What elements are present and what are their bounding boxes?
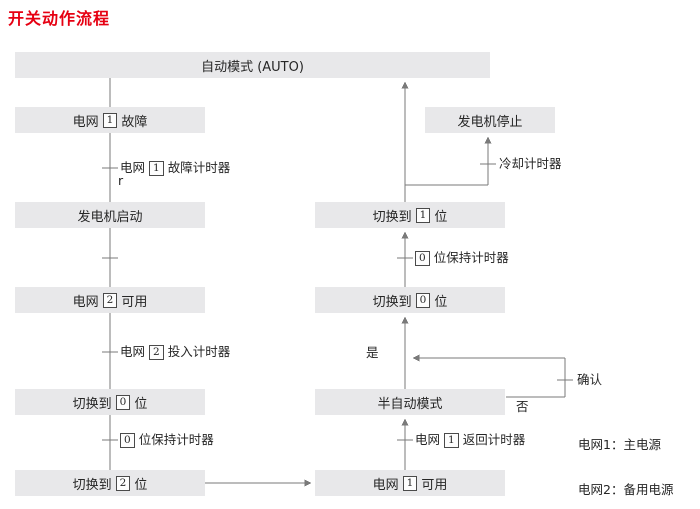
node-switch-pos2-left: 切换到 2 位 [15,470,205,496]
digit-box: 0 [415,292,431,308]
label-pos0-hold-timer-right: 0 位保持计时器 [415,250,509,266]
node-label: 位 [434,209,448,225]
node-label: 发电机停止 [457,114,523,130]
node-generator-start: 发电机启动 [15,202,205,228]
node-label: 电网 [372,477,399,493]
label-text: 故障计时器 [167,160,231,175]
label-stray-r: r [118,173,124,188]
label-grid1-fault-timer: 电网 1 故障计时器 [120,160,230,176]
node-switch-pos0-left: 切换到 0 位 [15,389,205,415]
node-label: 发电机启动 [77,209,143,225]
label-pos0-hold-timer-left: 0 位保持计时器 [120,432,214,448]
label-text: 位保持计时器 [433,250,509,265]
node-grid2-available: 电网 2 可用 [15,287,205,313]
node-auto-mode: 自动模式 (AUTO) [15,52,490,78]
label-cooldown-timer: 冷却计时器 [499,156,562,171]
digit-box: 2 [102,292,118,308]
node-generator-stop: 发电机停止 [425,107,555,133]
label-no: 否 [516,399,529,414]
left-column-connectors [102,78,118,470]
label-confirm: 确认 [577,372,603,387]
node-grid1-fault: 电网 1 故障 [15,107,205,133]
digit-box: 1 [444,432,459,448]
node-label: 切换到 [372,209,412,225]
label-yes: 是 [366,345,379,360]
node-switch-pos0-right: 切换到 0 位 [315,287,505,313]
node-label: 可用 [121,294,148,310]
legend-grid2: 电网2：备用电源 [578,482,674,497]
node-label: 可用 [421,477,448,493]
digit-box: 0 [415,250,430,266]
legend-grid1: 电网1：主电源 [578,437,661,452]
digit-box: 1 [102,112,118,128]
node-label: 电网 [72,294,99,310]
node-semi-auto-mode: 半自动模式 [315,389,505,415]
node-label: 位 [134,477,148,493]
digit-box: 2 [149,344,164,360]
node-label: 位 [434,294,448,310]
digit-box: 1 [415,207,431,223]
cooldown-branch [405,136,496,186]
label-text: 电网 [120,344,146,359]
digit-box: 0 [120,432,135,448]
label-text: 投入计时器 [167,344,231,359]
node-switch-pos1-right: 切换到 1 位 [315,202,505,228]
node-label: 位 [134,396,148,412]
label-text: 电网 [120,160,146,175]
label-grid1-return-timer: 电网 1 返回计时器 [415,432,525,448]
node-grid1-available: 电网 1 可用 [315,470,505,496]
digit-box: 1 [402,475,418,491]
node-label: 半自动模式 [377,396,443,412]
digit-box: 0 [115,394,131,410]
node-label: 自动模式 (AUTO) [201,59,304,75]
node-label: 电网 [72,114,99,130]
label-text: 返回计时器 [462,432,526,447]
page-title: 开关动作流程 [8,9,111,28]
node-label: 切换到 [72,396,112,412]
label-grid2-close-timer: 电网 2 投入计时器 [120,344,230,360]
label-text: 电网 [415,432,441,447]
digit-box: 1 [149,160,164,176]
node-label: 切换到 [72,477,112,493]
label-text: 位保持计时器 [138,432,214,447]
node-label: 切换到 [372,294,412,310]
node-label: 故障 [121,114,148,130]
confirm-loop [412,354,573,398]
right-column-connectors [397,81,413,470]
digit-box: 2 [115,475,131,491]
